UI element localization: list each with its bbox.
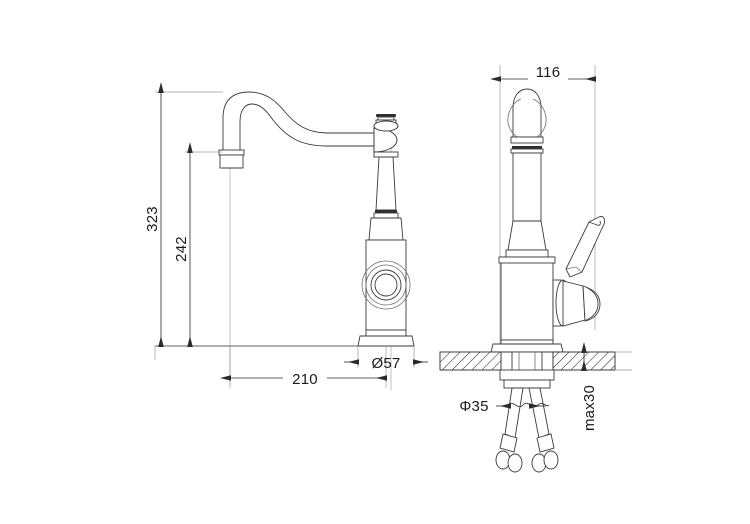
hose-nut-right-a bbox=[531, 453, 547, 473]
hose-ferrule-right bbox=[536, 433, 555, 453]
hose-nut-left-a bbox=[495, 450, 511, 470]
lever-tip-contour bbox=[588, 220, 601, 226]
side-column bbox=[512, 152, 542, 222]
dim-label-116-backdrop bbox=[528, 62, 568, 81]
joint-collar bbox=[373, 151, 399, 158]
spout-inner-profile bbox=[239, 103, 374, 152]
hose-ferrule-left bbox=[499, 433, 518, 453]
dim-label-max30: max30 bbox=[581, 385, 598, 431]
dim-label-323: 323 bbox=[144, 206, 161, 232]
base-flange bbox=[357, 335, 415, 347]
spout-collar-upper bbox=[218, 149, 245, 156]
dim-label-116: 116 bbox=[536, 64, 561, 81]
body-shoulder bbox=[368, 217, 404, 241]
side-neck-band-2 bbox=[510, 148, 544, 154]
hose-nut-right-b bbox=[543, 450, 559, 470]
hose-nut-left-b bbox=[507, 453, 523, 473]
flex-hose-right bbox=[528, 387, 550, 439]
countertop-section-left bbox=[439, 351, 502, 371]
lever-base-contour bbox=[565, 266, 583, 273]
front-view-dimensions: 323 242 210 Ø57 bbox=[144, 82, 428, 388]
spout-ball-joint bbox=[373, 127, 398, 153]
dim-label-242: 242 bbox=[173, 236, 190, 262]
front-elevation-view bbox=[155, 91, 415, 390]
mounting-nut bbox=[499, 369, 555, 381]
side-valve-cap-contour bbox=[585, 286, 599, 321]
flex-hose-left bbox=[504, 387, 524, 439]
side-body-top-cap bbox=[498, 256, 556, 264]
column-upper bbox=[375, 156, 397, 211]
base-collar bbox=[365, 329, 407, 337]
mounting-washer bbox=[503, 379, 551, 389]
side-column-collar bbox=[505, 249, 549, 258]
side-elevation-view: 116 bbox=[439, 62, 616, 473]
side-finial-contour-left bbox=[507, 98, 522, 138]
dim-label-dia57: Ø57 bbox=[372, 355, 401, 372]
side-valve-body bbox=[562, 280, 586, 327]
side-neck-band-1 bbox=[510, 136, 544, 144]
side-neck-band-dark bbox=[512, 146, 542, 149]
indicator-ring-inner bbox=[374, 273, 398, 297]
body-housing bbox=[365, 239, 407, 331]
side-view-dimensions: Φ35 max30 bbox=[452, 342, 632, 431]
dim-label-210: 210 bbox=[292, 371, 318, 388]
column-band bbox=[373, 212, 399, 219]
spout-outer-profile bbox=[222, 91, 374, 152]
column-band-dark bbox=[375, 210, 397, 213]
dim-label-210-backdrop bbox=[283, 368, 327, 387]
side-lever-handle bbox=[565, 216, 606, 278]
side-finial-contour-right bbox=[532, 98, 547, 138]
side-finial-dome bbox=[512, 88, 542, 138]
finial-cap bbox=[373, 120, 399, 132]
indicator-ring-mid bbox=[365, 264, 407, 306]
side-column-flare bbox=[507, 220, 547, 251]
indicator-ring-outer bbox=[361, 260, 411, 310]
side-base-ring bbox=[500, 339, 554, 345]
side-base-flange bbox=[490, 343, 564, 353]
dim-label-dia35: Φ35 bbox=[459, 398, 488, 415]
spout-aerator-body bbox=[219, 154, 244, 169]
side-body-housing bbox=[500, 256, 554, 341]
indicator-ring-dark bbox=[370, 269, 402, 301]
dim-label-dia35-backdrop bbox=[452, 395, 496, 414]
finial-band-1 bbox=[376, 114, 396, 117]
